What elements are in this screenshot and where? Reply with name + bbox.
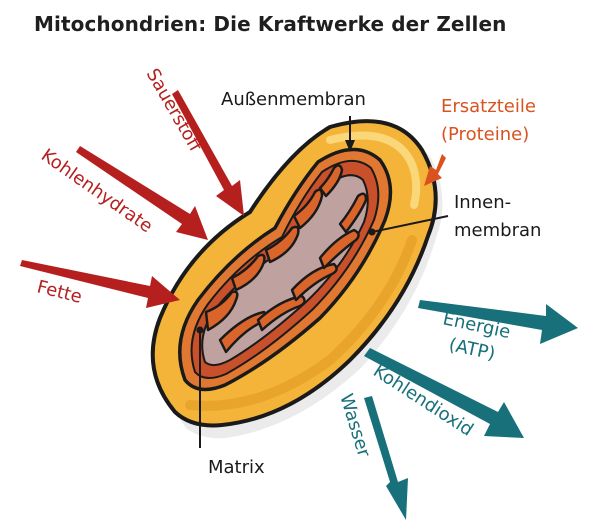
innenmembran-label-line1: Innen- bbox=[454, 192, 511, 213]
fette-label: Fette bbox=[35, 276, 84, 307]
innenmembran-label-line2: membran bbox=[454, 220, 541, 241]
innenmembran-pointer-dot bbox=[369, 229, 376, 236]
wasser-arrow bbox=[364, 396, 408, 520]
aussenmembran-label: Außenmembran bbox=[221, 89, 366, 110]
matrix-label: Matrix bbox=[208, 457, 265, 478]
ersatzteile-label-line2: (Proteine) bbox=[441, 124, 529, 145]
ersatzteile-label-line1: Ersatzteile bbox=[441, 96, 536, 117]
matrix-pointer-dot bbox=[197, 327, 204, 334]
sauerstoff-label: Sauerstoff bbox=[142, 65, 207, 156]
